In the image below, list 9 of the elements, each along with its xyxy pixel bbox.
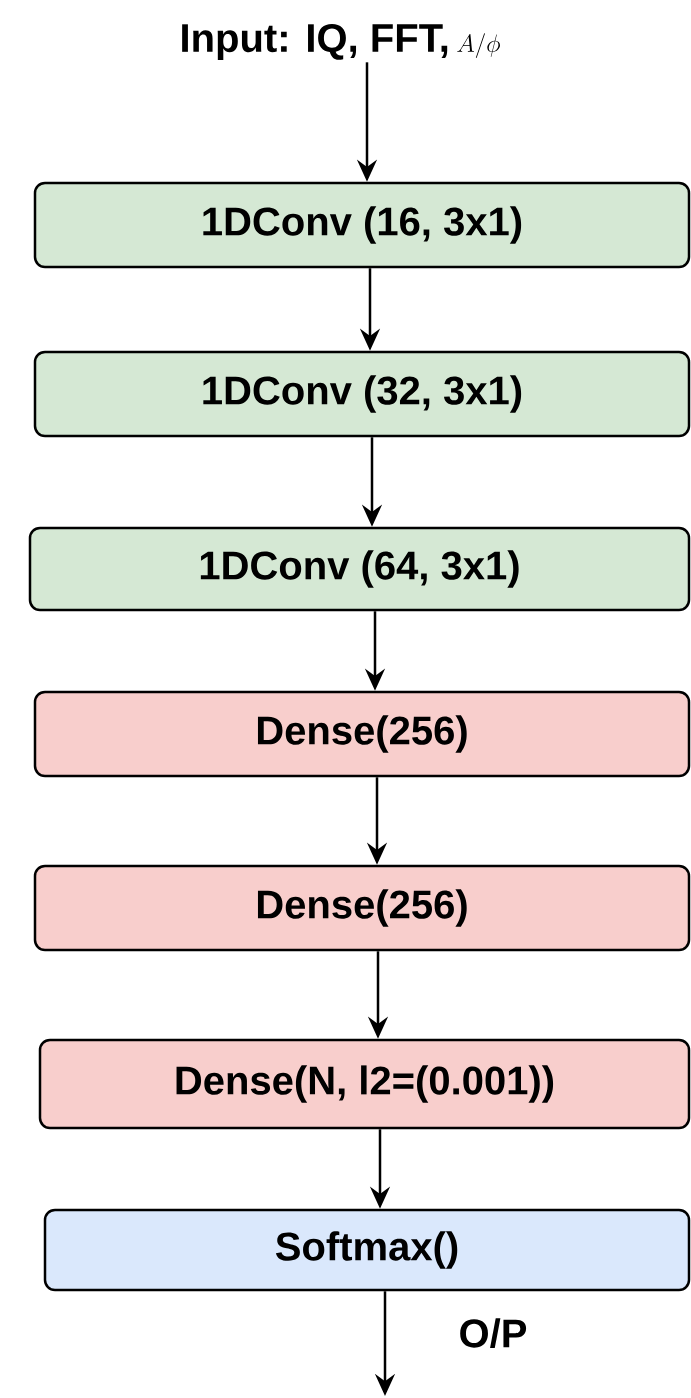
layer-box: Softmax()	[43, 1208, 691, 1292]
layer-box: 1DConv (16, 3x1)	[33, 181, 691, 269]
input-label: Input: IQ, FFT, $A/\phi$	[182, 23, 500, 61]
layer-box: Dense(N, l2=(0.001))	[38, 1038, 691, 1130]
layer-box: Dense(256)	[33, 690, 691, 778]
layer-box: 1DConv (32, 3x1)	[33, 350, 691, 438]
layer-box: 1DConv (64, 3x1)	[28, 526, 691, 612]
edge-label: O/P	[460, 1318, 527, 1349]
layer-box: Dense(256)	[33, 864, 691, 952]
